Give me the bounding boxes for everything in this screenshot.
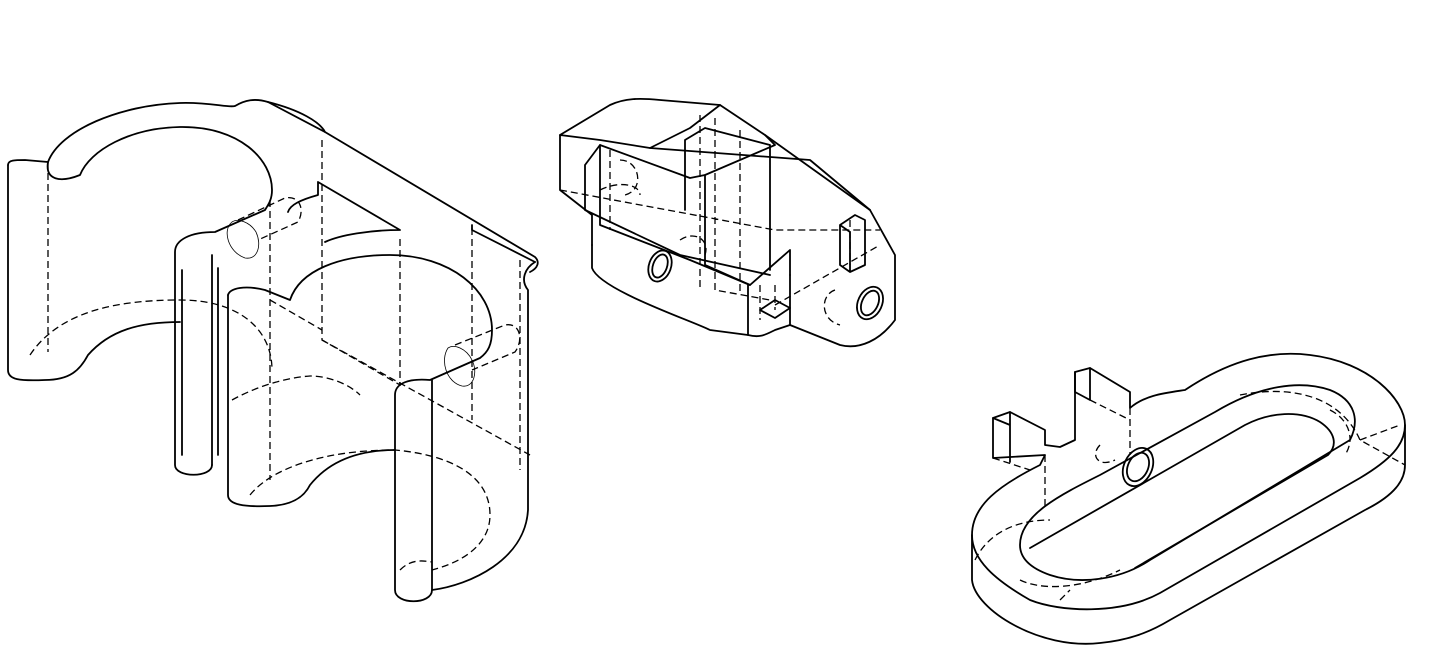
part-oval-tray [971,352,1406,645]
part-double-clamp [7,99,539,603]
part-block [559,97,896,348]
